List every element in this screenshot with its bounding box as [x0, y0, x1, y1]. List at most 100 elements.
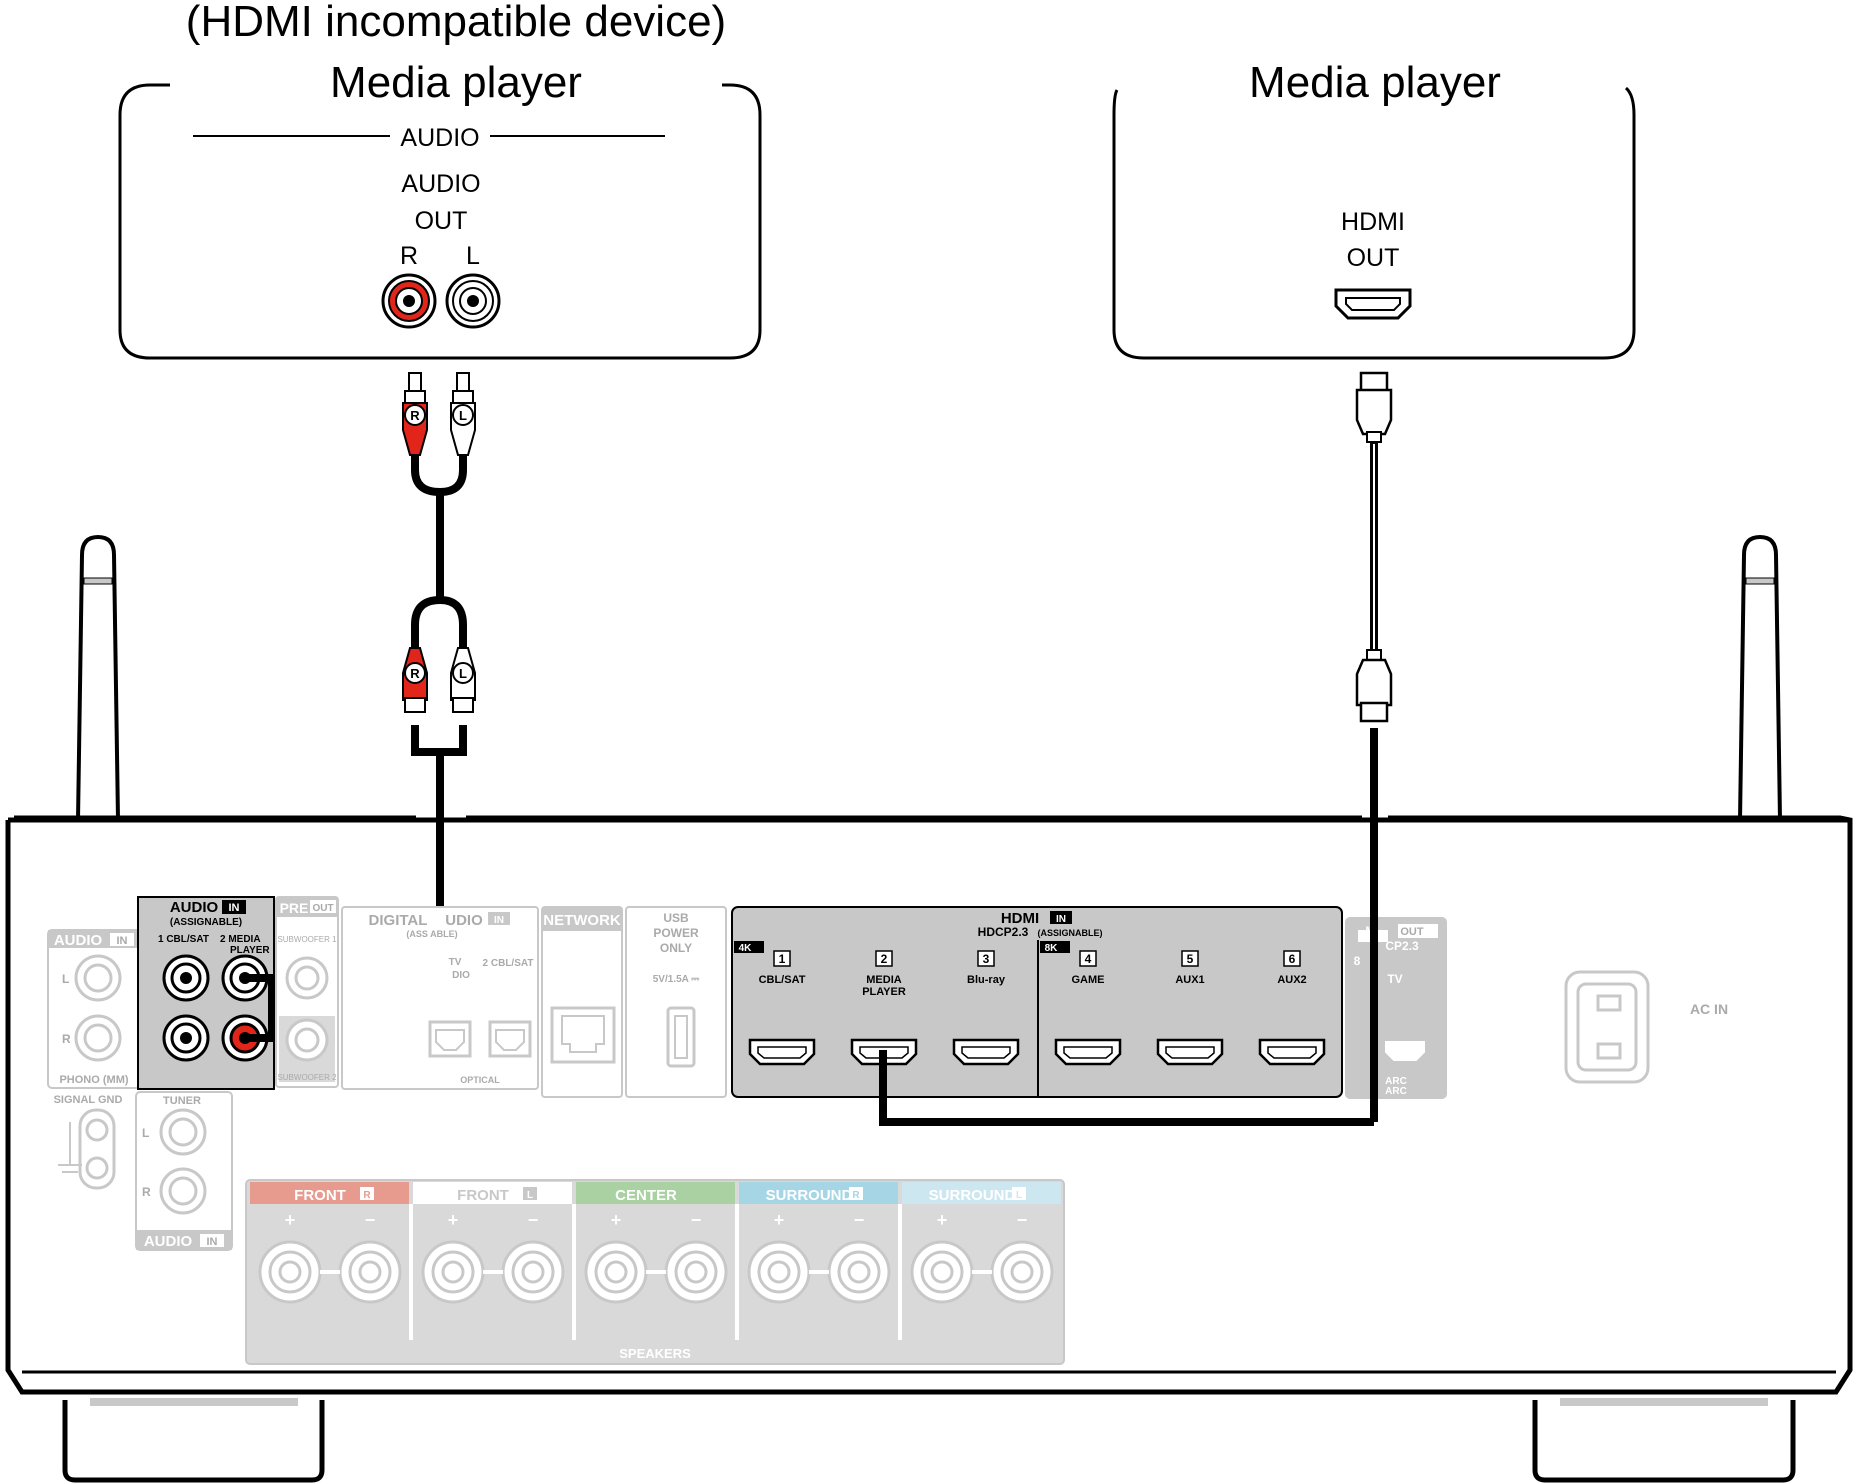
preout-badge: OUT: [312, 903, 333, 914]
foot-right: [1532, 1398, 1796, 1483]
hdmi-in-badge: IN: [1056, 914, 1066, 925]
preout-sub2: SUBWOOFER 2: [277, 1073, 337, 1082]
usb-l3: ONLY: [660, 941, 692, 955]
hdmi-in-sub2: (ASSIGNABLE): [1038, 928, 1103, 938]
audio-in-panel: AUDIO IN (ASSIGNABLE) 1 CBL/SAT 2 MEDIA …: [137, 896, 276, 1090]
hdmi-out-sub: CP2.3: [1385, 939, 1419, 953]
hdmi-out-badge: OUT: [1400, 926, 1424, 938]
phono-input-panel: AUDIO IN L R PHONO (MM): [47, 929, 141, 1089]
hdmi-out-arc2: ARC: [1385, 1086, 1407, 1097]
tuner-l: L: [142, 1126, 149, 1140]
speaker-plus: +: [937, 1210, 948, 1230]
hdmi-in-tag-8k: 8K: [1045, 943, 1059, 954]
hdmi-in-port-number: 1: [779, 952, 786, 966]
speaker-plus: +: [611, 1210, 622, 1230]
speaker-minus: −: [691, 1210, 702, 1230]
audio-out-label-2: OUT: [415, 207, 468, 235]
speaker-minus: −: [1017, 1210, 1028, 1230]
foot-left: [62, 1398, 325, 1483]
rca-plug-top-r: R: [402, 372, 428, 456]
hdmi-plug-bottom: [1355, 649, 1393, 723]
digital-audio-panel: DIGITAL UDIO IN (ASS ABLE) TV DIO 2 CBL/…: [341, 906, 539, 1090]
audio-out-r-label: R: [400, 242, 418, 270]
phono-caption: PHONO (MM): [59, 1074, 128, 1086]
plug-top-l-letter: L: [459, 408, 467, 423]
ac-in-socket: [1564, 970, 1650, 1084]
hdmi-in-port-label: AUX2: [1277, 974, 1306, 986]
rca-plug-bottom-l: L: [450, 647, 476, 713]
hdmi-in-title: HDMI: [1001, 910, 1039, 927]
hdmi-out-panel: OUT MI CP2.3 8 TV ARC ARC: [1345, 917, 1447, 1099]
audio-in-cbl-r-jack: [162, 1014, 210, 1062]
digital-optical: OPTICAL: [460, 1075, 500, 1085]
hdmi-in-port-label-2: PLAYER: [862, 986, 906, 998]
left-device-caption: (HDMI incompatible device): [186, 0, 726, 46]
digital-badge: IN: [494, 915, 504, 926]
speaker-group-badge: L: [1016, 1190, 1022, 1201]
right-device-frame: [1112, 86, 1636, 360]
left-media-player: (HDMI incompatible device) Media player …: [118, 0, 762, 360]
hdmi-in-port-number: 6: [1289, 952, 1296, 966]
speaker-plus: +: [774, 1210, 785, 1230]
hdmi-in-tag-4k: 4K: [739, 943, 753, 954]
ac-in-label: AC IN: [1690, 1001, 1728, 1017]
right-device-title: Media player: [1249, 58, 1501, 107]
speaker-minus: −: [528, 1210, 539, 1230]
hdmi-in-ports: 1CBL/SAT2MEDIAPLAYER3Blu-ray4GAME5AUX16A…: [748, 950, 1326, 1066]
hdmi-out-eight: 8: [1354, 954, 1361, 968]
digital-tv-b: DIO: [452, 970, 470, 981]
audio-in-input-1: 1 CBL/SAT: [158, 934, 209, 945]
left-device-frame: [118, 83, 762, 360]
phono-l: L: [62, 972, 69, 986]
speaker-plus: +: [448, 1210, 459, 1230]
speakers-footer: SPEAKERS: [619, 1346, 691, 1361]
hdmi-out-port-icon: [1334, 288, 1412, 320]
tuner-panel: TUNER L R AUDIO IN: [135, 1091, 233, 1251]
network-panel: NETWORK: [541, 906, 623, 1098]
hdmi-in-port-number: 3: [983, 952, 990, 966]
rca-plug-top-l: L: [450, 372, 476, 456]
digital-sub: (ASS ABLE): [406, 929, 457, 939]
tuner-badge: IN: [207, 1236, 218, 1248]
tuner-title: TUNER: [163, 1095, 201, 1107]
hdmi-in-port-number: 5: [1187, 952, 1194, 966]
audio-in-input-2b: PLAYER: [230, 945, 270, 956]
hdmi-out-arc1: ARC: [1385, 1076, 1407, 1087]
audio-in-cbl-l-jack: [162, 954, 210, 1002]
tuner-r: R: [142, 1185, 151, 1199]
speaker-group-badge: R: [852, 1190, 860, 1201]
right-media-player: Media player HDMI OUT: [1112, 58, 1636, 360]
speaker-group-badge: L: [527, 1190, 533, 1201]
rca-jack-r: [381, 273, 437, 329]
hdmi-out-label-1: HDMI: [1341, 208, 1405, 236]
hdmi-in-panel: HDMI IN HDCP2.3 (ASSIGNABLE) 4K 8K 1CBL/…: [731, 906, 1343, 1098]
plug-bottom-r-letter: R: [410, 666, 420, 681]
speaker-group-2: FRONT L + −: [409, 1182, 572, 1340]
speaker-group-label: SURROUND: [766, 1187, 853, 1204]
preout-panel: PRE OUT SUBWOOFER 1 SUBWOOFER 2: [275, 896, 339, 1088]
hdmi-in-port-label: CBL/SAT: [759, 974, 806, 986]
speaker-group-label: FRONT: [457, 1187, 509, 1204]
audio-in-input-2a: 2 MEDIA: [220, 934, 261, 945]
tuner-footer: AUDIO: [144, 1233, 193, 1250]
hdmi-in-port-label: MEDIA: [866, 974, 902, 986]
audio-in-sub: (ASSIGNABLE): [170, 917, 242, 928]
rca-plug-bottom-r: R: [402, 647, 428, 713]
usb-l1: USB: [663, 911, 689, 925]
hdmi-in-port-label: AUX1: [1175, 974, 1204, 986]
left-device-title: Media player: [330, 58, 582, 107]
preout-title: PRE: [280, 900, 309, 916]
phono-r: R: [62, 1032, 71, 1046]
audio-out-l-label: L: [466, 242, 480, 270]
speaker-group-label: CENTER: [615, 1187, 677, 1204]
phono-title: AUDIO: [54, 932, 103, 949]
hdmi-plug-top: [1355, 371, 1393, 443]
